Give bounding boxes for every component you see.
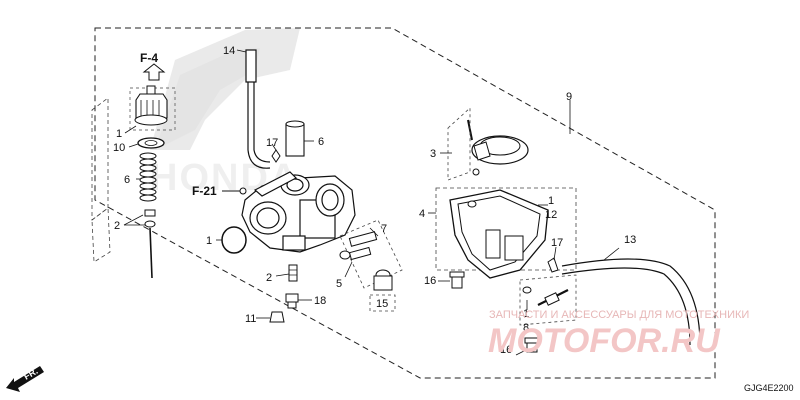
short-hose [285,120,305,157]
callout-8: 8 [523,322,529,334]
callout-2-left: 2 [114,220,120,232]
callout-18: 18 [314,295,326,307]
callout-3: 3 [430,148,436,160]
callout-1-jet: 1 [523,308,529,320]
leader-lines [123,49,620,356]
hose-clip [271,149,281,163]
watermark-tagline: ЗАПЧАСТИ И АКСЕССУАРЫ ДЛЯ МОТОТЕХНИКИ [489,309,749,321]
carburetor-body [241,171,356,253]
callout-15: 15 [376,298,388,310]
callout-1-top-cap: 1 [116,128,122,140]
callout-labels: 1 10 6 2 14 17 6 1 2 18 11 7 5 15 9 3 4 … [113,45,636,356]
up-arrow-icon [142,63,166,81]
callout-13: 13 [624,234,636,246]
float-valve [519,274,577,326]
f4-reference: F-4 [140,51,166,81]
callout-10: 10 [113,142,125,154]
float-bowl-screw [449,271,465,289]
callout-17-right: 17 [551,237,563,249]
overflow-tube [561,258,701,346]
ref-f4-label: F-4 [140,51,158,65]
hose-clip-right [547,257,559,273]
callout-4: 4 [419,208,425,220]
callout-17-top: 17 [266,137,278,149]
diagram-code: GJG4E2200 [744,383,794,393]
callout-16-mid: 16 [424,275,436,287]
left-jet-frame [91,97,109,221]
ref-f21-label: F-21 [192,184,217,198]
carb-top-cap [129,85,176,131]
front-direction-arrow: FR. [6,366,44,392]
fuel-tube [245,49,271,169]
throttle-spring [139,152,157,202]
site-watermark: ЗАПЧАСТИ И АКСЕССУАРЫ ДЛЯ МОТОТЕХНИКИ MO… [488,309,749,360]
choke-assembly [447,107,529,181]
callout-14: 14 [223,45,235,57]
watermark-brand: MOTOFOR.RU [488,322,721,360]
callout-6-right: 6 [318,136,324,148]
float-bowl [435,187,577,279]
callout-6-left: 6 [124,174,130,186]
callout-12: 12 [545,209,557,221]
drain-bolt [285,293,299,309]
callout-5: 5 [336,278,342,290]
callout-7: 7 [381,223,387,235]
callout-1-body: 1 [206,235,212,247]
callout-1-bowl: 1 [548,195,554,207]
small-clip [269,311,285,323]
callout-11: 11 [245,313,256,325]
outer-dashed-frame [94,27,716,379]
o-ring [221,226,247,254]
f21-screw: F-21 [192,184,247,198]
left-jet-frame-2 [91,207,111,263]
drain-screw [524,337,540,353]
callout-2-bottom: 2 [266,272,272,284]
callout-9: 9 [566,91,572,103]
main-jet [288,264,298,282]
callout-16-bottom: 16 [500,344,512,356]
jet-needle [144,209,156,279]
pilot-screw-set [339,219,403,312]
